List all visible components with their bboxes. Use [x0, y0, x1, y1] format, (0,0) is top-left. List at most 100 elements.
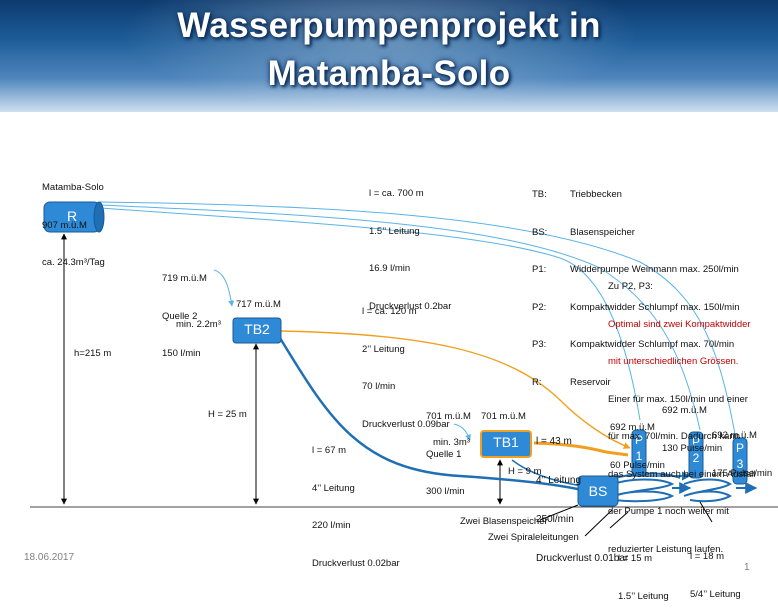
p2-label: P 2	[691, 435, 700, 465]
pipe-tb2-pressure-loss: Druckverlust 0.09bar	[362, 418, 450, 430]
pipe-r-length: l = ca. 700 m	[369, 188, 424, 199]
reservoir-elevation: 907 m.ü.M	[42, 219, 87, 231]
height-215-label: h=215 m	[74, 348, 112, 359]
pipe-bs-flow: 220 l/min	[312, 520, 351, 531]
pipe-tb1-to-p1	[533, 441, 629, 457]
leader-spiral-2	[699, 501, 713, 523]
spiral1-length: l = 15 m	[618, 553, 653, 564]
spiralleitungen-label: Zwei Spiraleleitungen	[488, 532, 579, 543]
pipe-tb2-flow: 70 l/min	[362, 381, 396, 392]
p1-pulses: 60 Pulse/min	[610, 459, 665, 471]
p1-info: 692 m.ü.M 60 Pulse/min	[610, 397, 665, 485]
spiral2-diameter: 5/4’’ Leitung	[690, 588, 741, 600]
pipe-tb1-to-bs	[511, 459, 583, 487]
legend-key: P3:	[532, 339, 547, 350]
legend-row: P2: Kompaktwidder Schlumpf max. 150l/min	[532, 302, 740, 315]
p3-pulses: 175 Pulse/min	[712, 467, 773, 479]
pipe-tb2-to-p	[280, 330, 631, 449]
title-banner: Wasserpumpenprojekt in Matamba-Solo	[0, 0, 778, 112]
quelle1-flow: 300 l/min	[426, 486, 465, 497]
p2-info: 692 m.ü.M 130 Pulse/min	[662, 380, 722, 468]
p1-label: P 1	[634, 433, 643, 463]
pipe-bs-info: l = 67 m 4’’ Leitung 220 l/min Druckverl…	[312, 420, 400, 583]
quelle2-inflow	[213, 269, 235, 307]
bs-label: BS	[588, 483, 608, 499]
p3-box	[732, 437, 748, 485]
legend-value: Reservoir	[570, 376, 611, 388]
tb1-box	[480, 430, 532, 458]
blasenspeicher-label: Zwei Blasenspeicher	[460, 516, 548, 527]
tb2-label: TB2	[244, 321, 270, 337]
pipe-tb1-flow: 250l/min	[536, 514, 574, 525]
note-red-line: mit unterschiedlichen Grössen.	[608, 356, 739, 367]
legend-value: Blasenspeicher	[570, 226, 635, 238]
reservoir-label: R	[66, 208, 78, 224]
legend-key: R:	[532, 376, 542, 388]
footer-date: 18.06.2017	[24, 552, 75, 563]
leader-spiral-1	[584, 509, 613, 537]
pipe-r-diameter: 1.5’’ Leitung	[369, 225, 420, 237]
note-line: für max. 70l/min. Dadurch kann	[608, 431, 741, 442]
tb1-elevation: 701 m.ü.M	[481, 411, 526, 422]
pipe-bs-diameter: 4’’ Leitung	[312, 482, 355, 494]
legend-value: Kompaktwidder Schlumpf max. 150l/min	[570, 301, 740, 313]
spiral2-length: l = 18 m	[690, 551, 725, 562]
p1-elevation: 692 m.ü.M	[610, 422, 655, 433]
title-glow	[120, 0, 640, 112]
tb1-min-volume: min. 3m³	[433, 437, 470, 448]
legend: TB: Triebbecken BS: Blasenspeicher P1: Widd…	[532, 164, 740, 402]
reservoir-name: Matamba-Solo	[42, 182, 104, 193]
pipe-tb2-to-bs	[278, 337, 583, 492]
pipe-r-pressure-loss: Druckverlust 0.2bar	[369, 300, 452, 312]
height-9-label: H = 9 m	[508, 466, 542, 477]
legend-row: P3: Kompaktwidder Schlumpf max. 70l/min	[532, 339, 740, 352]
pipe-tb1-length: l = 43 m	[536, 436, 572, 447]
quelle2-flow: 150 l/min	[162, 348, 201, 359]
note-line: Einer für max. 150l/min und einer	[608, 393, 748, 405]
legend-key: P1:	[532, 264, 547, 275]
pipe-p3-to-reservoir	[99, 201, 737, 441]
legend-key: BS:	[532, 226, 548, 238]
legend-value: Kompaktwidder Schlumpf max. 70l/min	[570, 339, 735, 350]
p3-info: 692 m.ü.M 175 Pulse/min	[712, 405, 772, 493]
legend-row: TB: Triebbecken	[532, 189, 740, 202]
quelle2-info: 719 m.ü.M Quelle 2 150 l/min	[162, 248, 207, 373]
tb2-min-volume: min. 2.2m³	[176, 319, 221, 330]
reservoir-volume: ca. 24.3m³/Tag	[42, 257, 105, 268]
pipe-tb2-info: l = ca. 120 m 2’’ Leitung 70 l/min Druck…	[362, 281, 450, 444]
p2-pulses: 130 Pulse/min	[662, 442, 723, 454]
legend-key: TB:	[532, 189, 547, 200]
legend-row: P1: Widderpumpe Weinmann max. 250l/min	[532, 264, 740, 277]
legend-row: R: Reservoir	[532, 377, 740, 390]
legend-value: Widderpumpe Weinmann max. 250l/min	[570, 264, 739, 275]
tb1-label: TB1	[493, 434, 519, 450]
legend-value: Triebbecken	[570, 189, 622, 200]
leader-spiral-1b	[609, 511, 629, 529]
pipe-bs-pressure-loss: Druckverlust 0.02bar	[312, 557, 400, 569]
p3-elevation: 692 m.ü.M	[712, 430, 757, 441]
leader-blasenspeicher	[539, 504, 579, 521]
reservoir-tank	[43, 201, 105, 233]
note-line: das System auch bei einem Ausfall	[608, 468, 756, 480]
note-heading: Zu P2, P3:	[608, 281, 653, 292]
p1-box	[631, 429, 647, 477]
legend-key: P2:	[532, 301, 547, 313]
spiral1-info: l = 15 m 1.5’’ Leitung	[618, 528, 669, 616]
quelle1-name: Quelle 1	[426, 448, 462, 460]
pipe-bs-length: l = 67 m	[312, 445, 347, 456]
spiral1-diameter: 1.5’’ Leitung	[618, 590, 669, 602]
quelle1-inflow	[453, 423, 471, 441]
reservoir-info: Matamba-Solo 907 m.ü.M ca. 24.3m³/Tag	[42, 157, 105, 282]
title-line-1: Wasserpumpenprojekt in	[177, 6, 601, 45]
pipe-tb1-pressure-loss: Druckverlust 0.01bar	[536, 553, 629, 564]
note-line: reduzierter Leistung laufen.	[608, 543, 724, 555]
pipe-tb1-info: l = 43 m 4’’ Leitung 250l/min Druckverlu…	[536, 409, 628, 578]
note-red-line: Optimal sind zwei Kompaktwidder	[608, 318, 751, 330]
diagram-canvas	[30, 201, 778, 537]
p2-elevation: 692 m.ü.M	[662, 405, 707, 416]
page-number: 1	[744, 562, 750, 573]
quelle2-name: Quelle 2	[162, 310, 198, 322]
spiral2-info: l = 18 m 5/4’’ Leitung	[690, 526, 741, 614]
p2-box	[688, 431, 704, 479]
note-p2-p3: Zu P2, P3: Optimal sind zwei Kompaktwidd…	[608, 256, 755, 569]
